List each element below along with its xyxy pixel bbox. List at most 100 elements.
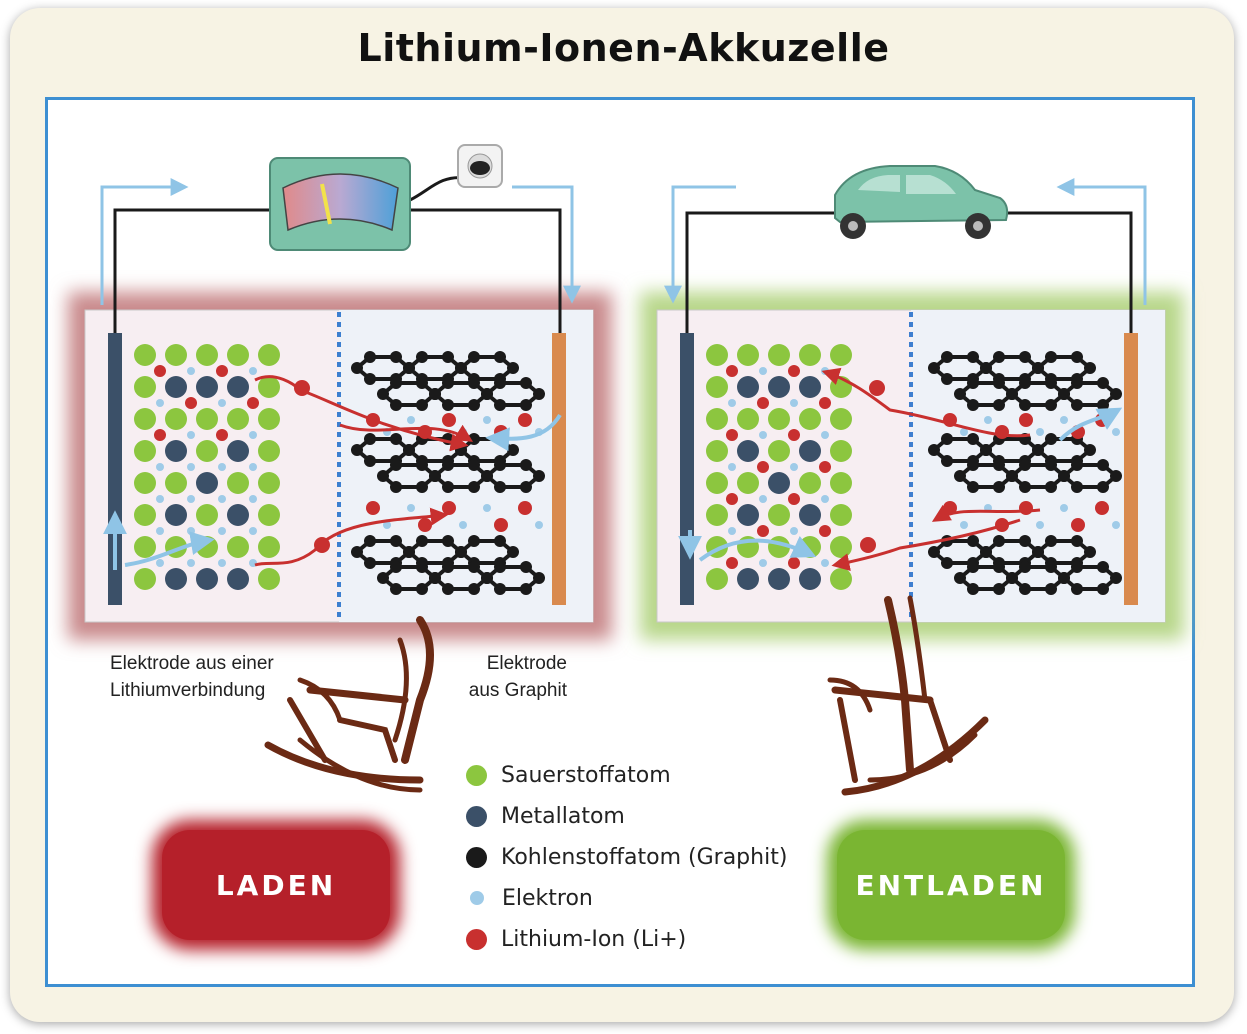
carbon-atom — [1019, 583, 1031, 595]
carbon-atom — [351, 546, 363, 558]
electron — [249, 527, 257, 535]
carbon-atom — [416, 459, 428, 471]
carbon-atom — [468, 459, 480, 471]
electron — [759, 367, 767, 375]
lithium-ion — [788, 557, 800, 569]
lithium-ion — [788, 429, 800, 441]
oxygen-atom — [227, 472, 249, 494]
carbon-atom — [494, 535, 506, 547]
carbon-atom — [390, 561, 402, 573]
carbon-atom — [390, 535, 402, 547]
oxygen-atom — [227, 408, 249, 430]
carbon-atom — [1084, 444, 1096, 456]
electron — [187, 527, 195, 535]
electron — [156, 399, 164, 407]
carbon-atom — [390, 399, 402, 411]
electron — [821, 495, 829, 503]
metal-atom — [737, 440, 759, 462]
carbon-atom — [533, 388, 545, 400]
electron — [218, 495, 226, 503]
lithium-ion — [442, 501, 456, 515]
carbon-atom — [1071, 561, 1083, 573]
carbon-atom — [468, 377, 480, 389]
oxygen-atom — [768, 440, 790, 462]
carbon-atom — [967, 399, 979, 411]
metal-atom — [768, 472, 790, 494]
carbon-atom — [520, 561, 532, 573]
label-line: aus Graphit — [468, 680, 567, 701]
oxygen-atom — [258, 568, 280, 590]
electron — [790, 527, 798, 535]
lithium-ion — [418, 518, 432, 532]
electron — [960, 428, 968, 436]
electron — [728, 463, 736, 471]
carbon-atom — [980, 362, 992, 374]
carbon-atom — [967, 481, 979, 493]
carbon-atom — [416, 481, 428, 493]
lithium-ion — [1019, 501, 1033, 515]
oxygen-atom — [258, 408, 280, 430]
electron — [218, 463, 226, 471]
carbon-atom — [954, 388, 966, 400]
carbon-atom — [442, 459, 454, 471]
power-meter-icon — [269, 157, 411, 251]
oxygen-atom — [830, 472, 852, 494]
oxygen-atom — [227, 536, 249, 558]
right-electrode-label: Elektrode aus Graphit — [459, 650, 567, 704]
carbon-atom — [494, 583, 506, 595]
carbon-atom — [1045, 351, 1057, 363]
metal-atom — [737, 568, 759, 590]
oxygen-atom — [134, 440, 156, 462]
carbon-atom — [520, 399, 532, 411]
lithium-ion — [726, 429, 738, 441]
oxygen-atom — [706, 504, 728, 526]
electron — [156, 463, 164, 471]
lithium-ion-flow — [831, 518, 1021, 572]
electron — [407, 416, 415, 424]
carbon-atom — [507, 444, 519, 456]
metal-atom — [227, 568, 249, 590]
oxygen-atom — [258, 504, 280, 526]
metal-atom — [799, 568, 821, 590]
carbon-atom — [351, 362, 363, 374]
carbon-atom — [1097, 561, 1109, 573]
carbon-atom — [993, 399, 1005, 411]
carbon-atom — [377, 572, 389, 584]
carbon-atom — [1006, 572, 1018, 584]
carbon-atom — [442, 377, 454, 389]
oxygen-atom — [706, 344, 728, 366]
carbon-atom — [403, 362, 415, 374]
carbon-atom — [416, 351, 428, 363]
carbon-atom — [928, 444, 940, 456]
carbon-atom — [1019, 561, 1031, 573]
electron — [156, 559, 164, 567]
carbon-atom — [1032, 546, 1044, 558]
carbon-atom — [1110, 572, 1122, 584]
carbon-atom — [928, 362, 940, 374]
lithium-ion — [154, 365, 166, 377]
lithium-ion — [185, 397, 197, 409]
lithium-ion — [247, 397, 259, 409]
lithium-ion — [726, 365, 738, 377]
carbon-atom — [1058, 572, 1070, 584]
electron — [1112, 428, 1120, 436]
metal-atom — [165, 376, 187, 398]
oxygen-atom — [258, 536, 280, 558]
metal-atom — [768, 568, 790, 590]
legend-label: Kohlenstoffatom (Graphit) — [501, 844, 788, 870]
lithium-ion — [757, 525, 769, 537]
lithium-ion — [314, 537, 330, 553]
electron — [960, 521, 968, 529]
cathode-electrode — [108, 333, 122, 605]
carbon-atom — [1045, 535, 1057, 547]
lithium-ion — [819, 397, 831, 409]
cathode-electrode — [680, 333, 694, 605]
metal-atom — [165, 504, 187, 526]
car-icon — [834, 165, 1009, 239]
carbon-atom — [468, 583, 480, 595]
carbon-atom — [364, 433, 376, 445]
electron — [483, 504, 491, 512]
carbon-atom — [1097, 459, 1109, 471]
label-line: Lithiumverbindung — [110, 680, 266, 701]
carbon-atom — [507, 362, 519, 374]
